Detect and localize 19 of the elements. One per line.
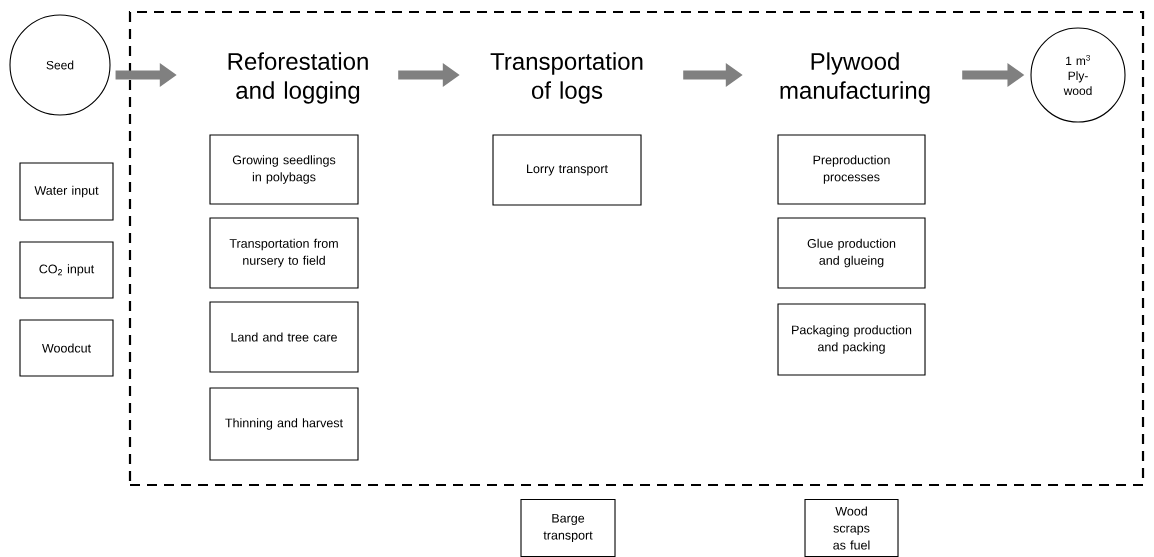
process-box: Wood scraps as fuel <box>804 498 899 557</box>
process-box: Woodcut <box>19 319 114 377</box>
process-box: Thinning and harvest <box>209 387 359 461</box>
process-box: Preproduction processes <box>777 134 926 205</box>
process-box: Glue production and glueing <box>777 217 926 289</box>
process-box: Land and tree care <box>209 301 359 373</box>
circle-node: Seed <box>9 14 111 116</box>
process-box: Water input <box>19 162 114 221</box>
process-box: CO$_{2}$ input <box>19 241 114 299</box>
process-box: Packaging production and packing <box>777 303 926 376</box>
stage-heading: Plywood manufacturing <box>780 52 930 104</box>
circle-node: 1 m$^{3}$ Ply- wood <box>1030 27 1126 123</box>
stage-heading: Reforestation and logging <box>228 52 368 104</box>
stage-heading: Transportation of logs <box>490 52 643 104</box>
process-box: Growing seedlings in polybags <box>209 134 359 205</box>
process-box: Barge transport <box>520 498 616 557</box>
process-box: Transportation from nursery to field <box>209 217 359 289</box>
system-boundary <box>128 10 1145 487</box>
process-box: Lorry transport <box>492 134 642 206</box>
